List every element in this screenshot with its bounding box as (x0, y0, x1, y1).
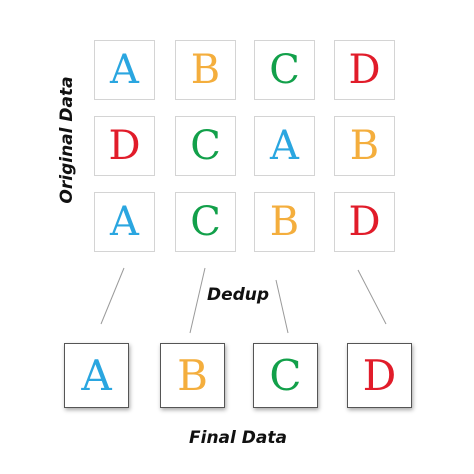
dedup-label: Dedup (207, 285, 270, 305)
final-tile: C (253, 343, 318, 408)
original-tile: B (334, 116, 395, 176)
original-tile: D (94, 116, 155, 176)
original-tile: C (175, 116, 236, 176)
connector-line (100, 267, 125, 325)
final-tile: B (160, 343, 225, 408)
original-tile: C (175, 192, 236, 252)
original-tile: B (254, 192, 315, 252)
original-tile: A (94, 40, 155, 100)
connector-line (189, 267, 206, 334)
connector-line (275, 279, 289, 334)
original-tile: B (175, 40, 236, 100)
final-tile: A (64, 343, 129, 408)
connector-line (357, 269, 387, 325)
original-tile: D (334, 40, 395, 100)
final-tile: D (347, 343, 412, 408)
original-tile: C (254, 40, 315, 100)
final-data-label: Final Data (189, 428, 287, 448)
original-tile: A (254, 116, 315, 176)
original-tile: A (94, 192, 155, 252)
original-tile: D (334, 192, 395, 252)
